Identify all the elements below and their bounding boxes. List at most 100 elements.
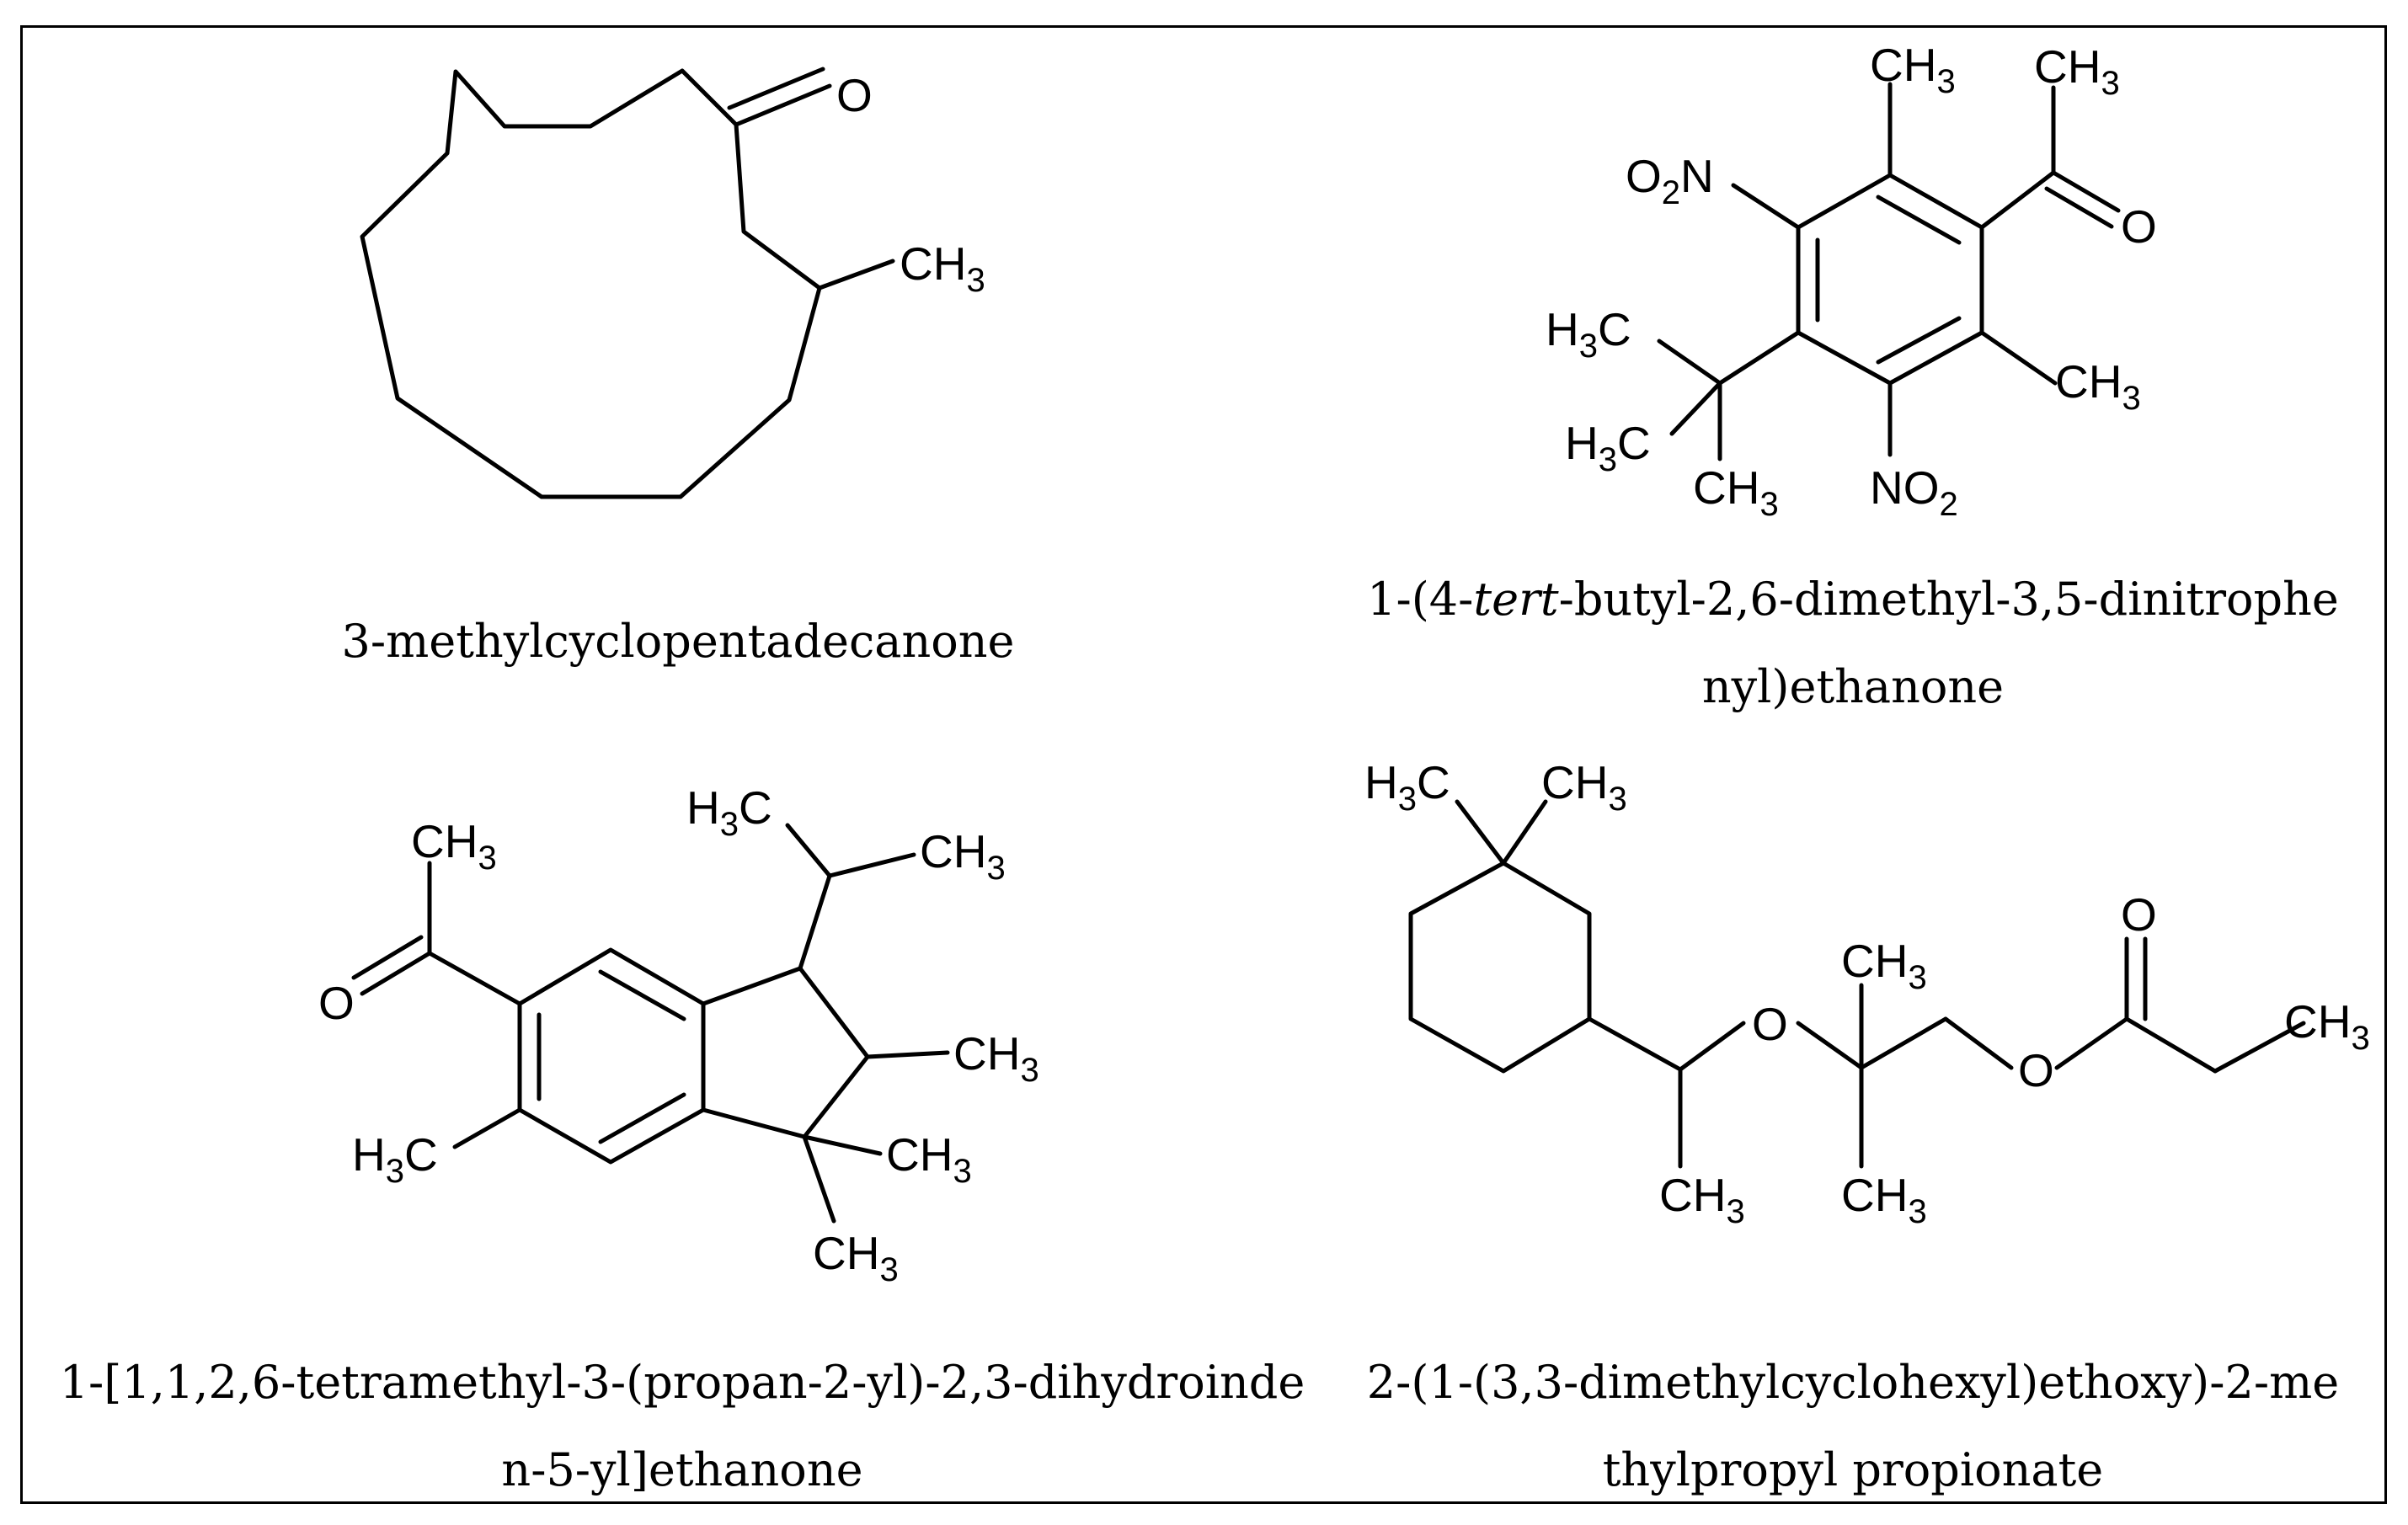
- benzene-ring-3: [517, 947, 706, 1165]
- bond: [1587, 1016, 1683, 1072]
- bond: [1876, 195, 1962, 245]
- atom-label: 3: [1599, 441, 1617, 478]
- atom-label: CH3: [1841, 935, 1927, 996]
- atom-label: H: [1364, 756, 1398, 808]
- atom-label: N: [1870, 461, 1903, 514]
- atom-label: O2N: [1626, 150, 1714, 211]
- atom-label: O: [1903, 461, 1940, 514]
- atom-label: CH: [1841, 935, 1908, 987]
- bond: [1455, 799, 1506, 866]
- structure-2: CH3 CH3 O CH3 O2N H3C H3C CH3 NO2: [1546, 39, 2157, 523]
- bond: [1669, 381, 1722, 436]
- methyl-bond-1: [817, 259, 895, 291]
- bond: [1657, 339, 1722, 386]
- atom-label: CH: [900, 237, 966, 290]
- bond: [598, 969, 686, 1021]
- atom-label: CH: [1870, 39, 1936, 91]
- bond: [802, 1134, 883, 1156]
- atom-label: C: [1417, 756, 1450, 808]
- atom-label: CH: [2034, 40, 2101, 93]
- bond: [1796, 1021, 1864, 1070]
- atom-label: 3: [879, 1251, 898, 1288]
- atom-label: CH3: [2055, 355, 2141, 417]
- atom-ch3-1: CH3: [900, 237, 985, 299]
- atom-label: O: [1752, 998, 1788, 1050]
- atom-label: C: [404, 1128, 438, 1181]
- atom-label: CH3: [1541, 756, 1627, 818]
- atom-label: H3C: [686, 781, 772, 843]
- atom-label: H: [1565, 417, 1599, 469]
- bond: [351, 935, 424, 980]
- atom-label: 3: [720, 806, 739, 843]
- atom-label: O: [2018, 1044, 2054, 1096]
- bond: [1979, 170, 2056, 230]
- atom-label: CH: [1541, 756, 1608, 808]
- compound-3: CH3 O H3C H3C CH3 CH3 CH3 CH3 1-[1,1,2,6…: [0, 733, 1305, 1525]
- atom-label: 3: [2122, 380, 2140, 417]
- atom-label: C: [739, 781, 772, 834]
- atom-label: O: [2018, 1044, 2054, 1096]
- atom-label: H3C: [1565, 417, 1651, 478]
- atom-label: CH: [411, 815, 478, 867]
- atom-label: O: [1626, 150, 1662, 202]
- bond: [427, 951, 522, 1006]
- atom-label: CH3: [886, 1128, 972, 1190]
- atom-label: O: [1752, 998, 1788, 1050]
- atom-label: H3C: [1364, 756, 1450, 818]
- atom-label: H3C: [1546, 303, 1631, 365]
- bond: [2054, 1016, 2129, 1070]
- atom-label: CH: [2055, 355, 2122, 408]
- atom-label: NO2: [1870, 461, 1958, 523]
- cyclohexane-ring-4: [1408, 861, 1592, 1074]
- bond: [798, 873, 832, 971]
- atom-label: CH: [953, 1027, 1020, 1080]
- atom-label: O: [836, 69, 873, 121]
- bond: [1501, 799, 1548, 866]
- atom-label: CH3: [1659, 1169, 1745, 1230]
- bond: [827, 852, 916, 878]
- atom-label: O: [2121, 200, 2157, 253]
- atom-label: CH3: [813, 1227, 899, 1288]
- atom-label: CH3: [2034, 40, 2120, 102]
- bond: [1859, 1016, 1948, 1070]
- atom-label: O: [2121, 888, 2157, 941]
- atom-label: H3C: [352, 1128, 438, 1190]
- carbonyl-bond-1a: [734, 83, 832, 127]
- atom-label: 3: [2101, 65, 2119, 102]
- bond: [452, 1107, 522, 1149]
- atom-label: 2: [1940, 486, 1958, 523]
- atom-label: 3: [1608, 781, 1626, 818]
- bond: [598, 1092, 686, 1144]
- bond: [1678, 1021, 1746, 1072]
- bond: [1731, 183, 1801, 230]
- compound-4: H3C CH3 O CH3 CH3 CH3 O O CH3 2-(1-(3,3-…: [1204, 733, 2408, 1525]
- atom-label: 3: [1908, 1193, 1926, 1230]
- bond: [1979, 330, 2058, 386]
- atom-label: O: [318, 977, 355, 1029]
- atom-label: H: [686, 781, 720, 834]
- atom-label: CH3: [1841, 1169, 1927, 1230]
- bond: [1717, 330, 1801, 386]
- bond: [2124, 1016, 2218, 1074]
- atom-label: 3: [1759, 486, 1778, 523]
- ring-1: [360, 68, 822, 499]
- atom-label: CH3: [953, 1027, 1039, 1089]
- atom-label: CH3: [1870, 39, 1956, 100]
- atom-label: 3: [1579, 328, 1598, 365]
- bond: [701, 966, 870, 1139]
- benzene-ring-2: [1796, 173, 1984, 386]
- compound-1-name: 3-methylcyclopentadecanone: [341, 615, 1015, 668]
- atom-label: 3: [1726, 1193, 1744, 1230]
- bond: [360, 951, 432, 996]
- bond: [785, 823, 832, 878]
- atom-label: 3: [966, 262, 985, 299]
- atom-label: CH: [886, 1128, 953, 1181]
- bond: [1876, 316, 1962, 365]
- atom-label: 3: [1398, 781, 1417, 818]
- atom-label: CH: [813, 1227, 879, 1279]
- atom-label: CH: [1841, 1169, 1908, 1221]
- atom-label: C: [1617, 417, 1651, 469]
- atom-label: CH: [1659, 1169, 1726, 1221]
- atom-label: CH3: [920, 825, 1006, 887]
- bond: [802, 1134, 836, 1224]
